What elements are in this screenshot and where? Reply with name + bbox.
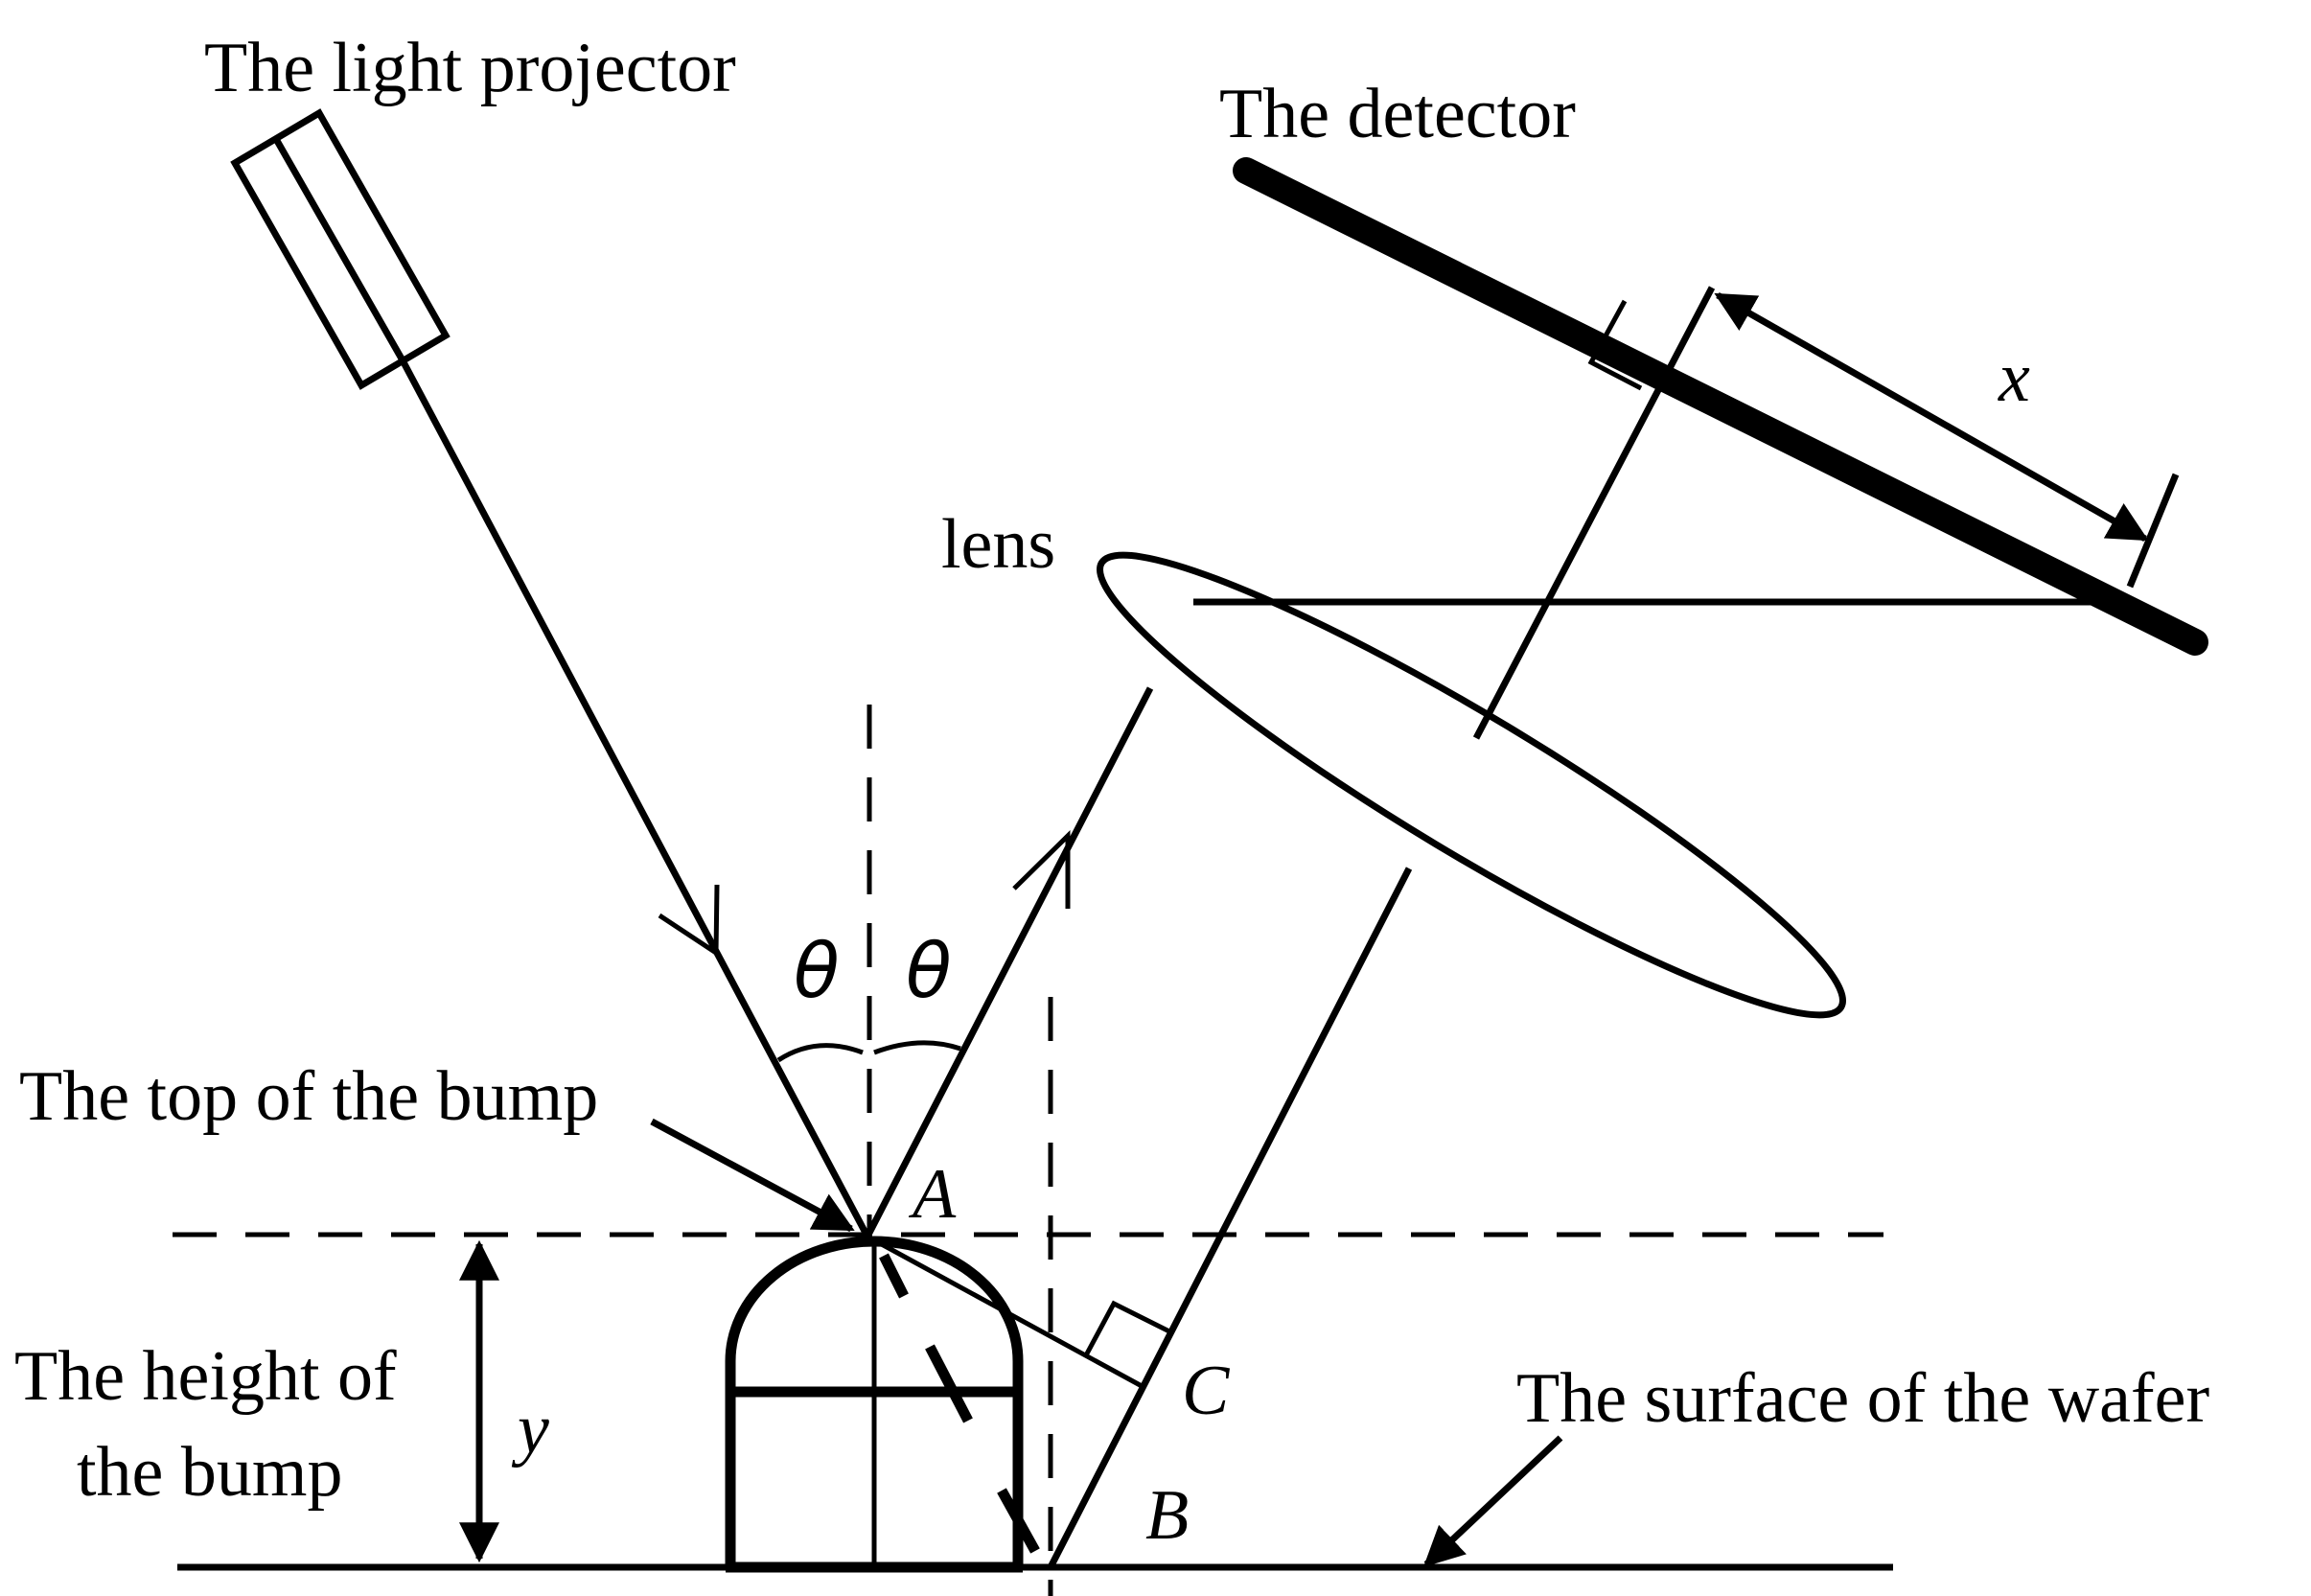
incident-ray [399,359,871,1238]
internal-ray-segment-1 [879,1253,909,1299]
point-a-label: A [908,1155,957,1234]
line-a-to-c [866,1234,1145,1390]
internal-ray-segment-3 [997,1488,1040,1554]
x-bracket-tick [2126,473,2180,589]
reflected-ray-arrowhead [1012,830,1071,909]
wafer-surface-label: The surface of the wafer [1516,1359,2209,1438]
theta-arc-left [776,1043,864,1063]
point-c-label: C [1182,1352,1231,1430]
point-b-label: B [1145,1476,1189,1555]
ray-from-b [1047,867,1413,1569]
wafer-surface-arrow [1422,1435,1563,1567]
x-symbol: x [1998,338,2030,417]
light-projector-icon [230,108,451,390]
top-of-bump-arrow [650,1118,855,1233]
right-angle-marker-c [1083,1300,1173,1357]
theta-right-symbol: θ [906,929,952,1015]
theta-left-symbol: θ [794,929,840,1015]
top-of-bump-label: The top of the bump [19,1057,598,1136]
internal-ray-segment-2 [925,1344,973,1423]
ray-through-lens [1472,286,1716,740]
y-symbol: y [511,1390,549,1469]
lens-shape [1096,551,1847,1019]
detector-bar [1233,157,2208,656]
theta-arc-right [873,1040,961,1055]
x-dimension-arrow [1714,291,2149,543]
light-projector-label: The light projector [204,29,736,107]
detector-label: The detector [1219,75,1576,153]
height-of-bump-label-line2: the bump [77,1433,342,1512]
lens-label: lens [941,505,1055,584]
bump-shape [725,1236,1024,1573]
height-of-bump-label-line1: The height of [14,1337,397,1416]
reflected-ray [864,686,1154,1238]
right-angle-marker-detector [1587,299,1643,391]
incident-ray-arrowhead [658,884,720,958]
